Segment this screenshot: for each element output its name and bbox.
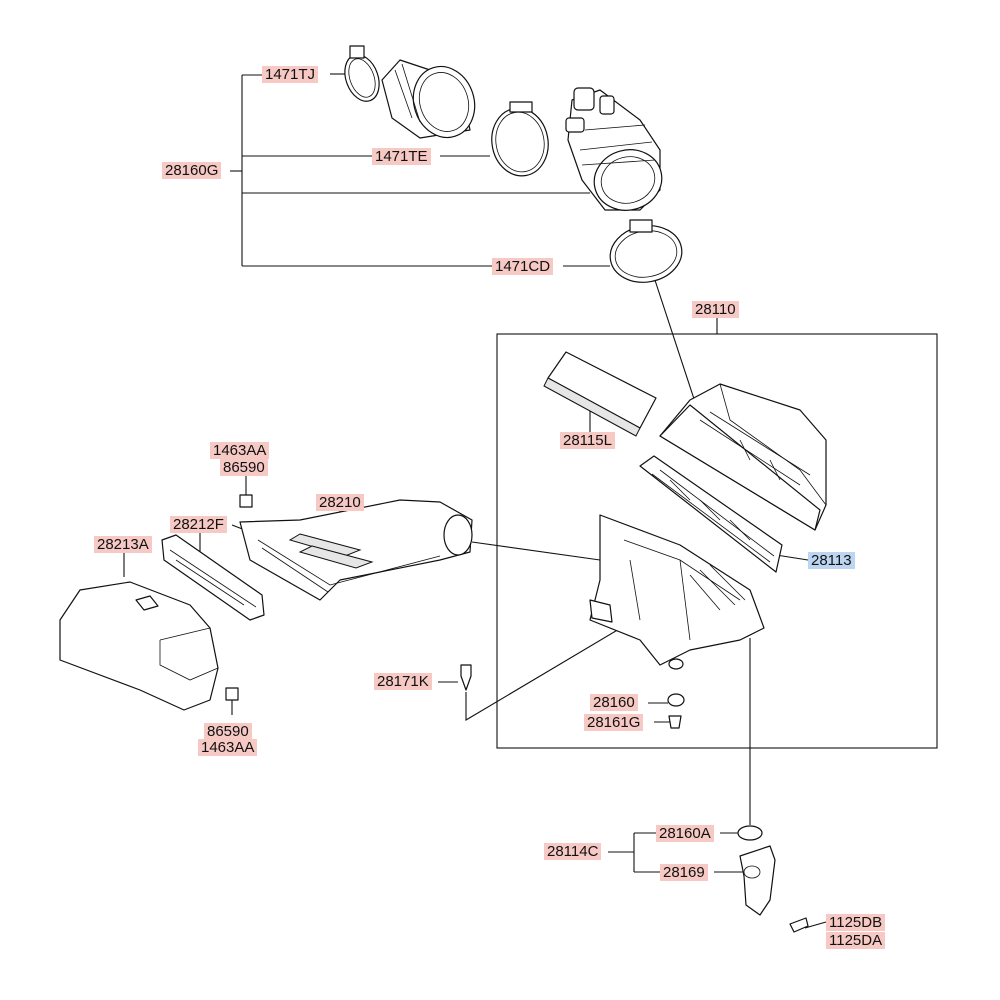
label-1471cd[interactable]: 1471CD xyxy=(492,258,554,275)
label-28213a[interactable]: 28213A xyxy=(94,536,152,553)
label-28210[interactable]: 28210 xyxy=(316,494,364,511)
air-cleaner-lower-case-part xyxy=(589,514,765,670)
label-28160g[interactable]: 28160G xyxy=(162,162,222,179)
filter-element-28113-part xyxy=(639,455,783,573)
label-28160[interactable]: 28160 xyxy=(590,694,638,711)
label-28110[interactable]: 28110 xyxy=(692,301,739,318)
label-1471te[interactable]: 1471TE xyxy=(372,148,431,165)
clamp-1471te-part xyxy=(491,101,549,177)
duct-frame-28212f-part xyxy=(161,534,265,621)
label-86590-top[interactable]: 86590 xyxy=(220,459,268,476)
label-1463aa-bottom[interactable]: 1463AA xyxy=(198,739,258,756)
leader-lines xyxy=(123,73,938,929)
intake-boot-part xyxy=(381,59,476,139)
label-1125da[interactable]: 1125DA xyxy=(826,932,886,949)
label-86590-bottom[interactable]: 86590 xyxy=(204,723,252,740)
fasteners xyxy=(225,494,809,933)
air-guide-28213a-part xyxy=(59,581,219,711)
label-28161g[interactable]: 28161G xyxy=(584,714,644,731)
label-28212f[interactable]: 28212F xyxy=(170,516,227,533)
label-28115l[interactable]: 28115L xyxy=(560,432,615,449)
clamp-1471cd-part xyxy=(609,219,683,283)
label-28113[interactable]: 28113 xyxy=(808,552,855,569)
filter-element-28115l-part xyxy=(543,351,657,437)
label-28169[interactable]: 28169 xyxy=(660,864,708,881)
air-duct-28210-part xyxy=(239,499,473,601)
label-28114c[interactable]: 28114C xyxy=(544,843,602,860)
label-28171k[interactable]: 28171K xyxy=(374,673,432,690)
intake-hose-part xyxy=(565,87,663,211)
label-1471tj[interactable]: 1471TJ xyxy=(262,66,319,83)
label-1463aa-top[interactable]: 1463AA xyxy=(210,442,270,459)
label-28160a[interactable]: 28160A xyxy=(656,825,714,842)
label-1125db[interactable]: 1125DB xyxy=(826,914,886,931)
clamp-1471tj-part xyxy=(344,45,380,102)
air-cleaner-cover-part xyxy=(659,383,827,531)
